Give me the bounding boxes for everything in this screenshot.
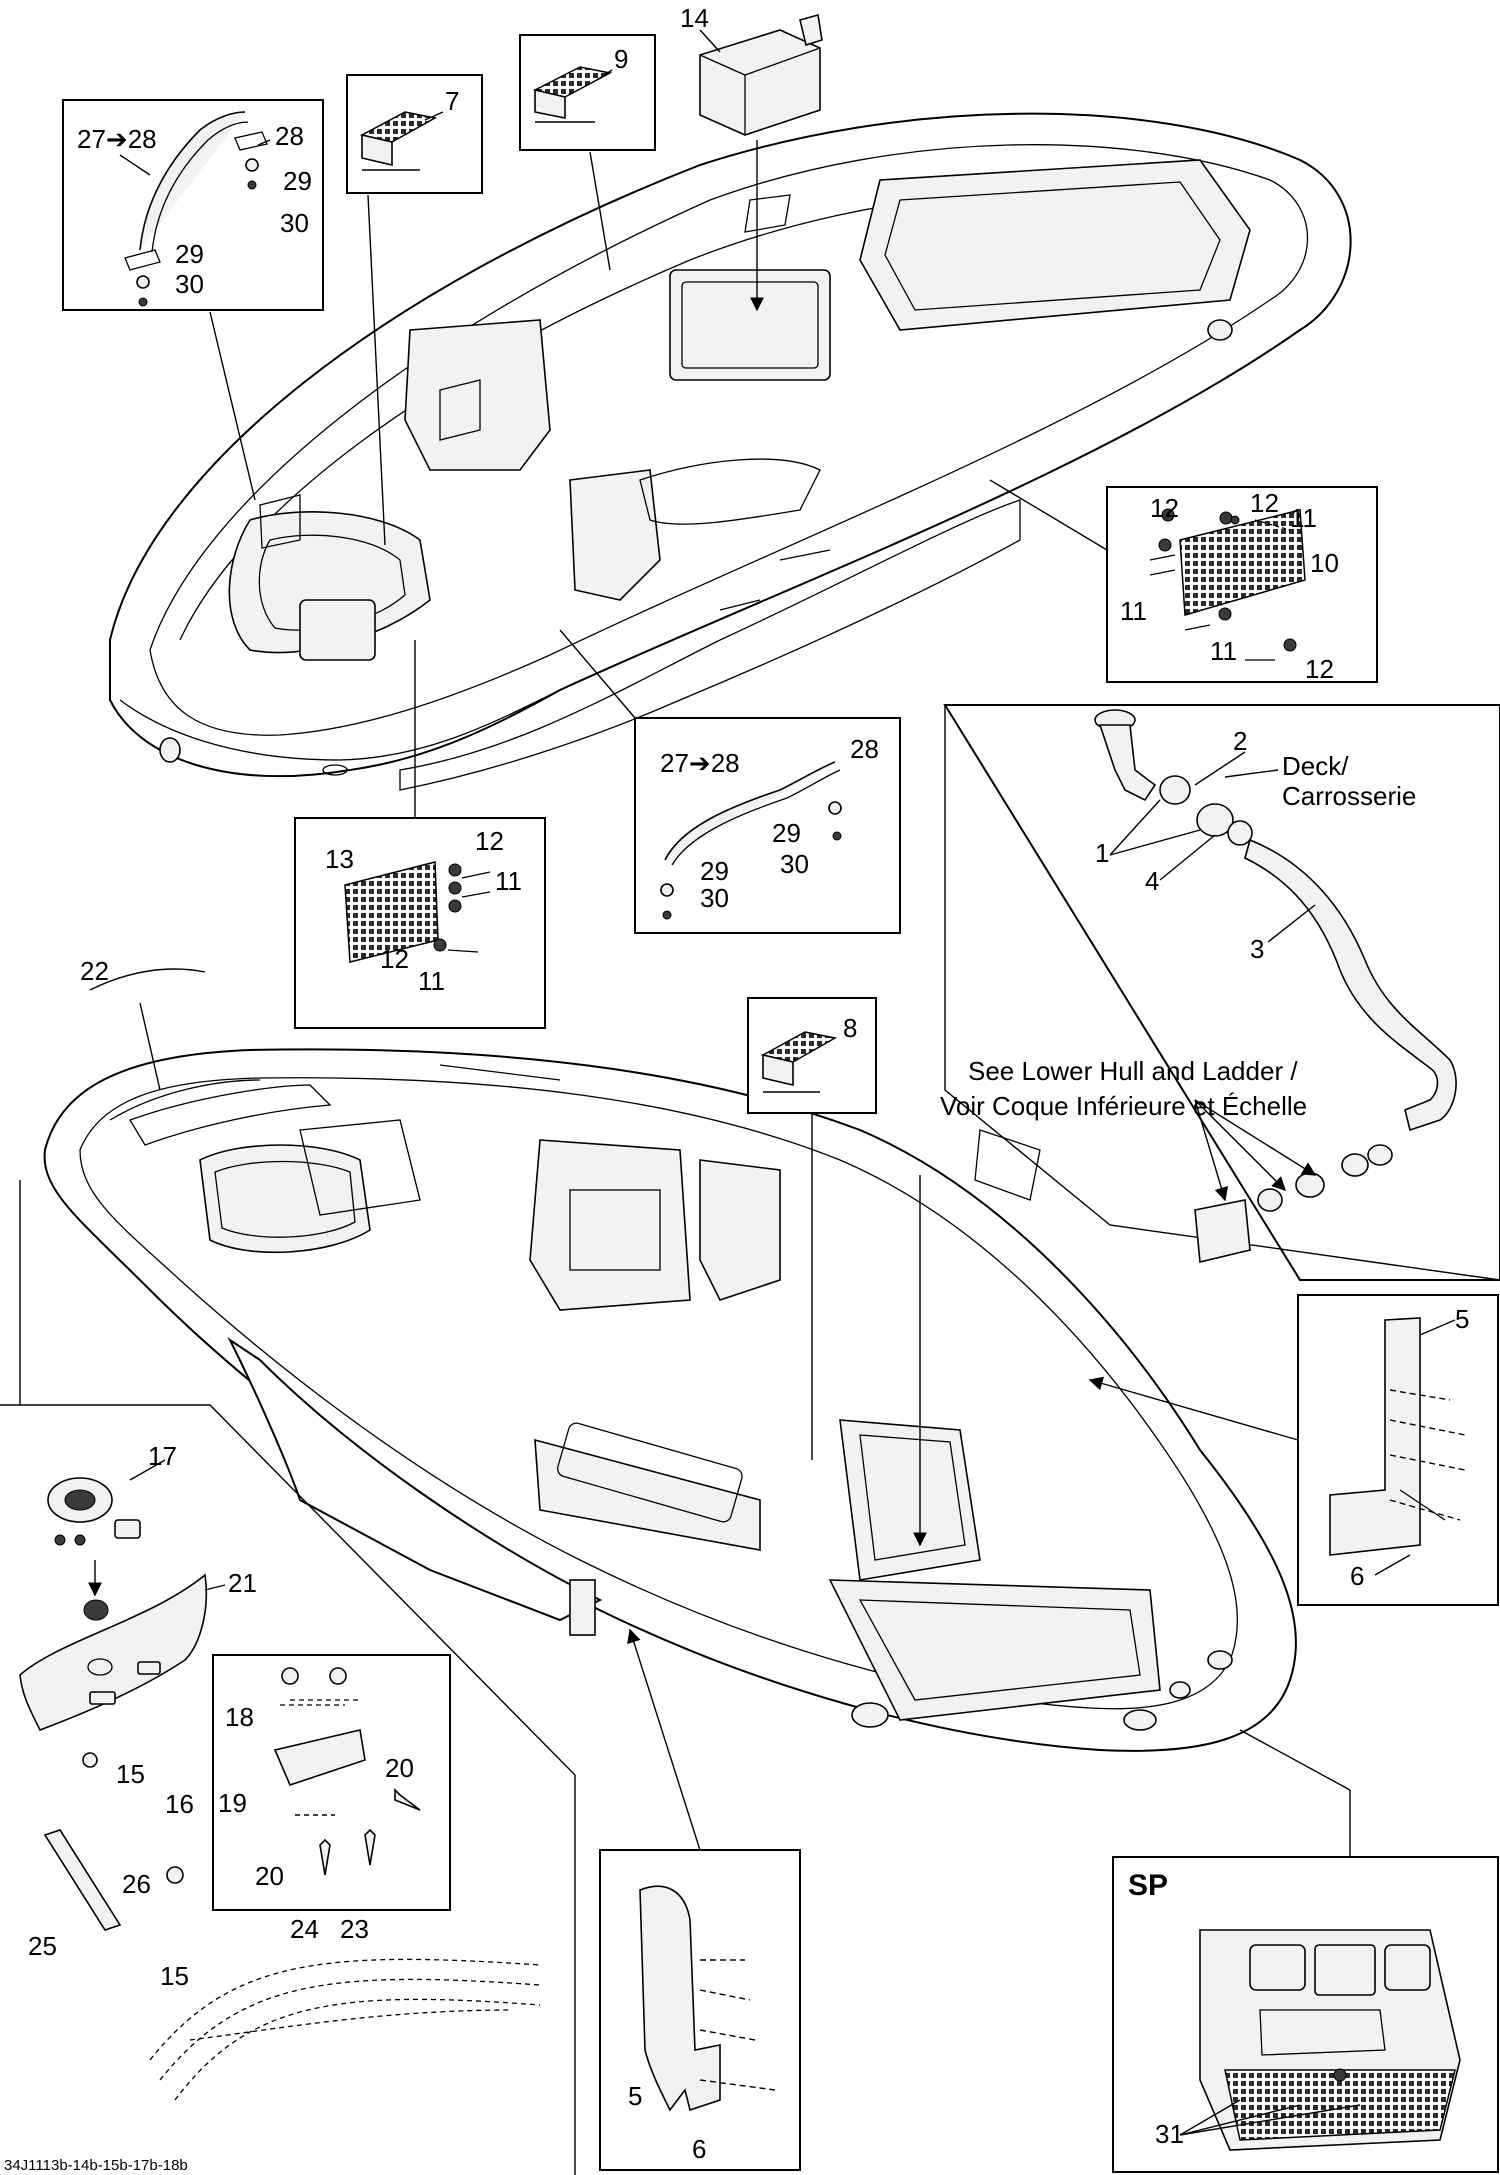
- callout-6b: 6: [692, 2134, 706, 2164]
- callout-30d: 30: [700, 883, 729, 913]
- upper-deck-hull: [109, 112, 1352, 791]
- callout-12b: 12: [1250, 488, 1279, 518]
- sp-label: SP: [1128, 1869, 1168, 1902]
- callout-20a: 20: [385, 1753, 414, 1783]
- callout-28a: 28: [275, 121, 304, 151]
- callout-leaders: [129, 29, 1456, 2136]
- lower-deck-hull: [43, 1048, 1297, 1752]
- callout-18: 18: [225, 1702, 254, 1732]
- detail-box-handle-upper: [62, 99, 324, 311]
- rear-seat-cavity: [859, 159, 1251, 331]
- note-carrosserie: Carrosserie: [1282, 781, 1416, 811]
- callout-12a: 12: [1150, 493, 1179, 523]
- floor-hatch: [534, 1438, 761, 1551]
- callout-29c: 29: [772, 818, 801, 848]
- detail-box-panel-5-bottom: [599, 1849, 801, 2171]
- callout-25: 25: [28, 1931, 57, 1961]
- callout-27b: 27➔28: [660, 748, 740, 778]
- callout-14: 14: [680, 3, 709, 33]
- detail-box-foam-8: [747, 997, 877, 1114]
- console-left: [404, 319, 551, 471]
- callout-26: 26: [122, 1869, 151, 1899]
- callout-29d: 29: [700, 856, 729, 886]
- callout-30c: 30: [780, 849, 809, 879]
- callout-15b: 15: [160, 1961, 189, 1991]
- detail-box-sp: [1112, 1856, 1499, 2173]
- callout-31: 31: [1155, 2119, 1184, 2149]
- console-right: [569, 469, 661, 601]
- callout-3: 3: [1250, 934, 1264, 964]
- callout-labels: 14 9 7 27➔28 28 29 30 29 30 12 12 11 10 …: [4, 3, 1469, 2174]
- detail-box-foam-7: [346, 74, 483, 194]
- note-see-lower-hull-fr: Voir Coque Inférieure et Échelle: [940, 1091, 1307, 1121]
- note-deck: Deck/: [1282, 751, 1349, 781]
- callout-11d: 11: [495, 866, 522, 896]
- callout-21: 21: [228, 1568, 257, 1598]
- callout-30b: 30: [175, 269, 204, 299]
- callout-16: 16: [165, 1789, 194, 1819]
- detail-box-accessory: [0, 1404, 576, 2175]
- callout-9: 9: [614, 44, 628, 74]
- detail-box-drain: [943, 704, 1500, 1281]
- grab-handle-part: [139, 111, 246, 251]
- detail-box-bracket-18-20: [212, 1654, 451, 1911]
- callout-11c: 11: [1210, 636, 1237, 666]
- callout-12c: 12: [1305, 654, 1334, 684]
- callout-6a: 6: [1350, 1561, 1364, 1591]
- deck-storage-compartment: [669, 269, 831, 381]
- callout-15a: 15: [116, 1759, 145, 1789]
- callout-22: 22: [80, 956, 109, 986]
- callout-19: 19: [218, 1788, 247, 1818]
- callout-24: 24: [290, 1914, 319, 1944]
- front-storage-bin: [199, 1144, 371, 1254]
- callout-5a: 5: [1455, 1304, 1469, 1334]
- callout-8: 8: [843, 1013, 857, 1043]
- detail-box-mesh-13: [294, 817, 546, 1029]
- callout-10: 10: [1310, 548, 1339, 578]
- callout-7: 7: [445, 86, 459, 116]
- detail-box-mesh-10: [1106, 486, 1378, 683]
- callout-28b: 28: [850, 734, 879, 764]
- callout-27a: 27➔28: [77, 124, 157, 154]
- callout-11a: 11: [1290, 503, 1317, 533]
- note-see-lower-hull-en: See Lower Hull and Ladder /: [968, 1056, 1298, 1086]
- callout-13: 13: [325, 844, 354, 874]
- callout-23: 23: [340, 1914, 369, 1944]
- detail-box-handle-middle: [634, 717, 901, 934]
- callout-2: 2: [1233, 726, 1247, 756]
- center-console: [529, 1139, 691, 1311]
- detail-box-panel-5-right: [1297, 1294, 1499, 1606]
- callout-11e: 11: [418, 966, 445, 996]
- drawing-code: 34J1113b-14b-15b-17b-18b: [4, 2157, 188, 2174]
- callout-11b: 11: [1120, 596, 1147, 626]
- callout-12e: 12: [380, 944, 409, 974]
- storage-bin-14: [699, 13, 823, 312]
- callout-17: 17: [148, 1441, 177, 1471]
- callout-29b: 29: [175, 239, 204, 269]
- callout-5b: 5: [628, 2081, 642, 2111]
- leader-lines: [19, 151, 1351, 1857]
- rear-platform: [828, 1579, 1161, 1721]
- callout-29a: 29: [283, 166, 312, 196]
- callout-12d: 12: [475, 826, 504, 856]
- detail-box-foam-9: [519, 34, 656, 151]
- callout-30a: 30: [280, 208, 309, 238]
- callout-20b: 20: [255, 1861, 284, 1891]
- callout-4: 4: [1145, 866, 1159, 896]
- callout-1: 1: [1095, 838, 1109, 868]
